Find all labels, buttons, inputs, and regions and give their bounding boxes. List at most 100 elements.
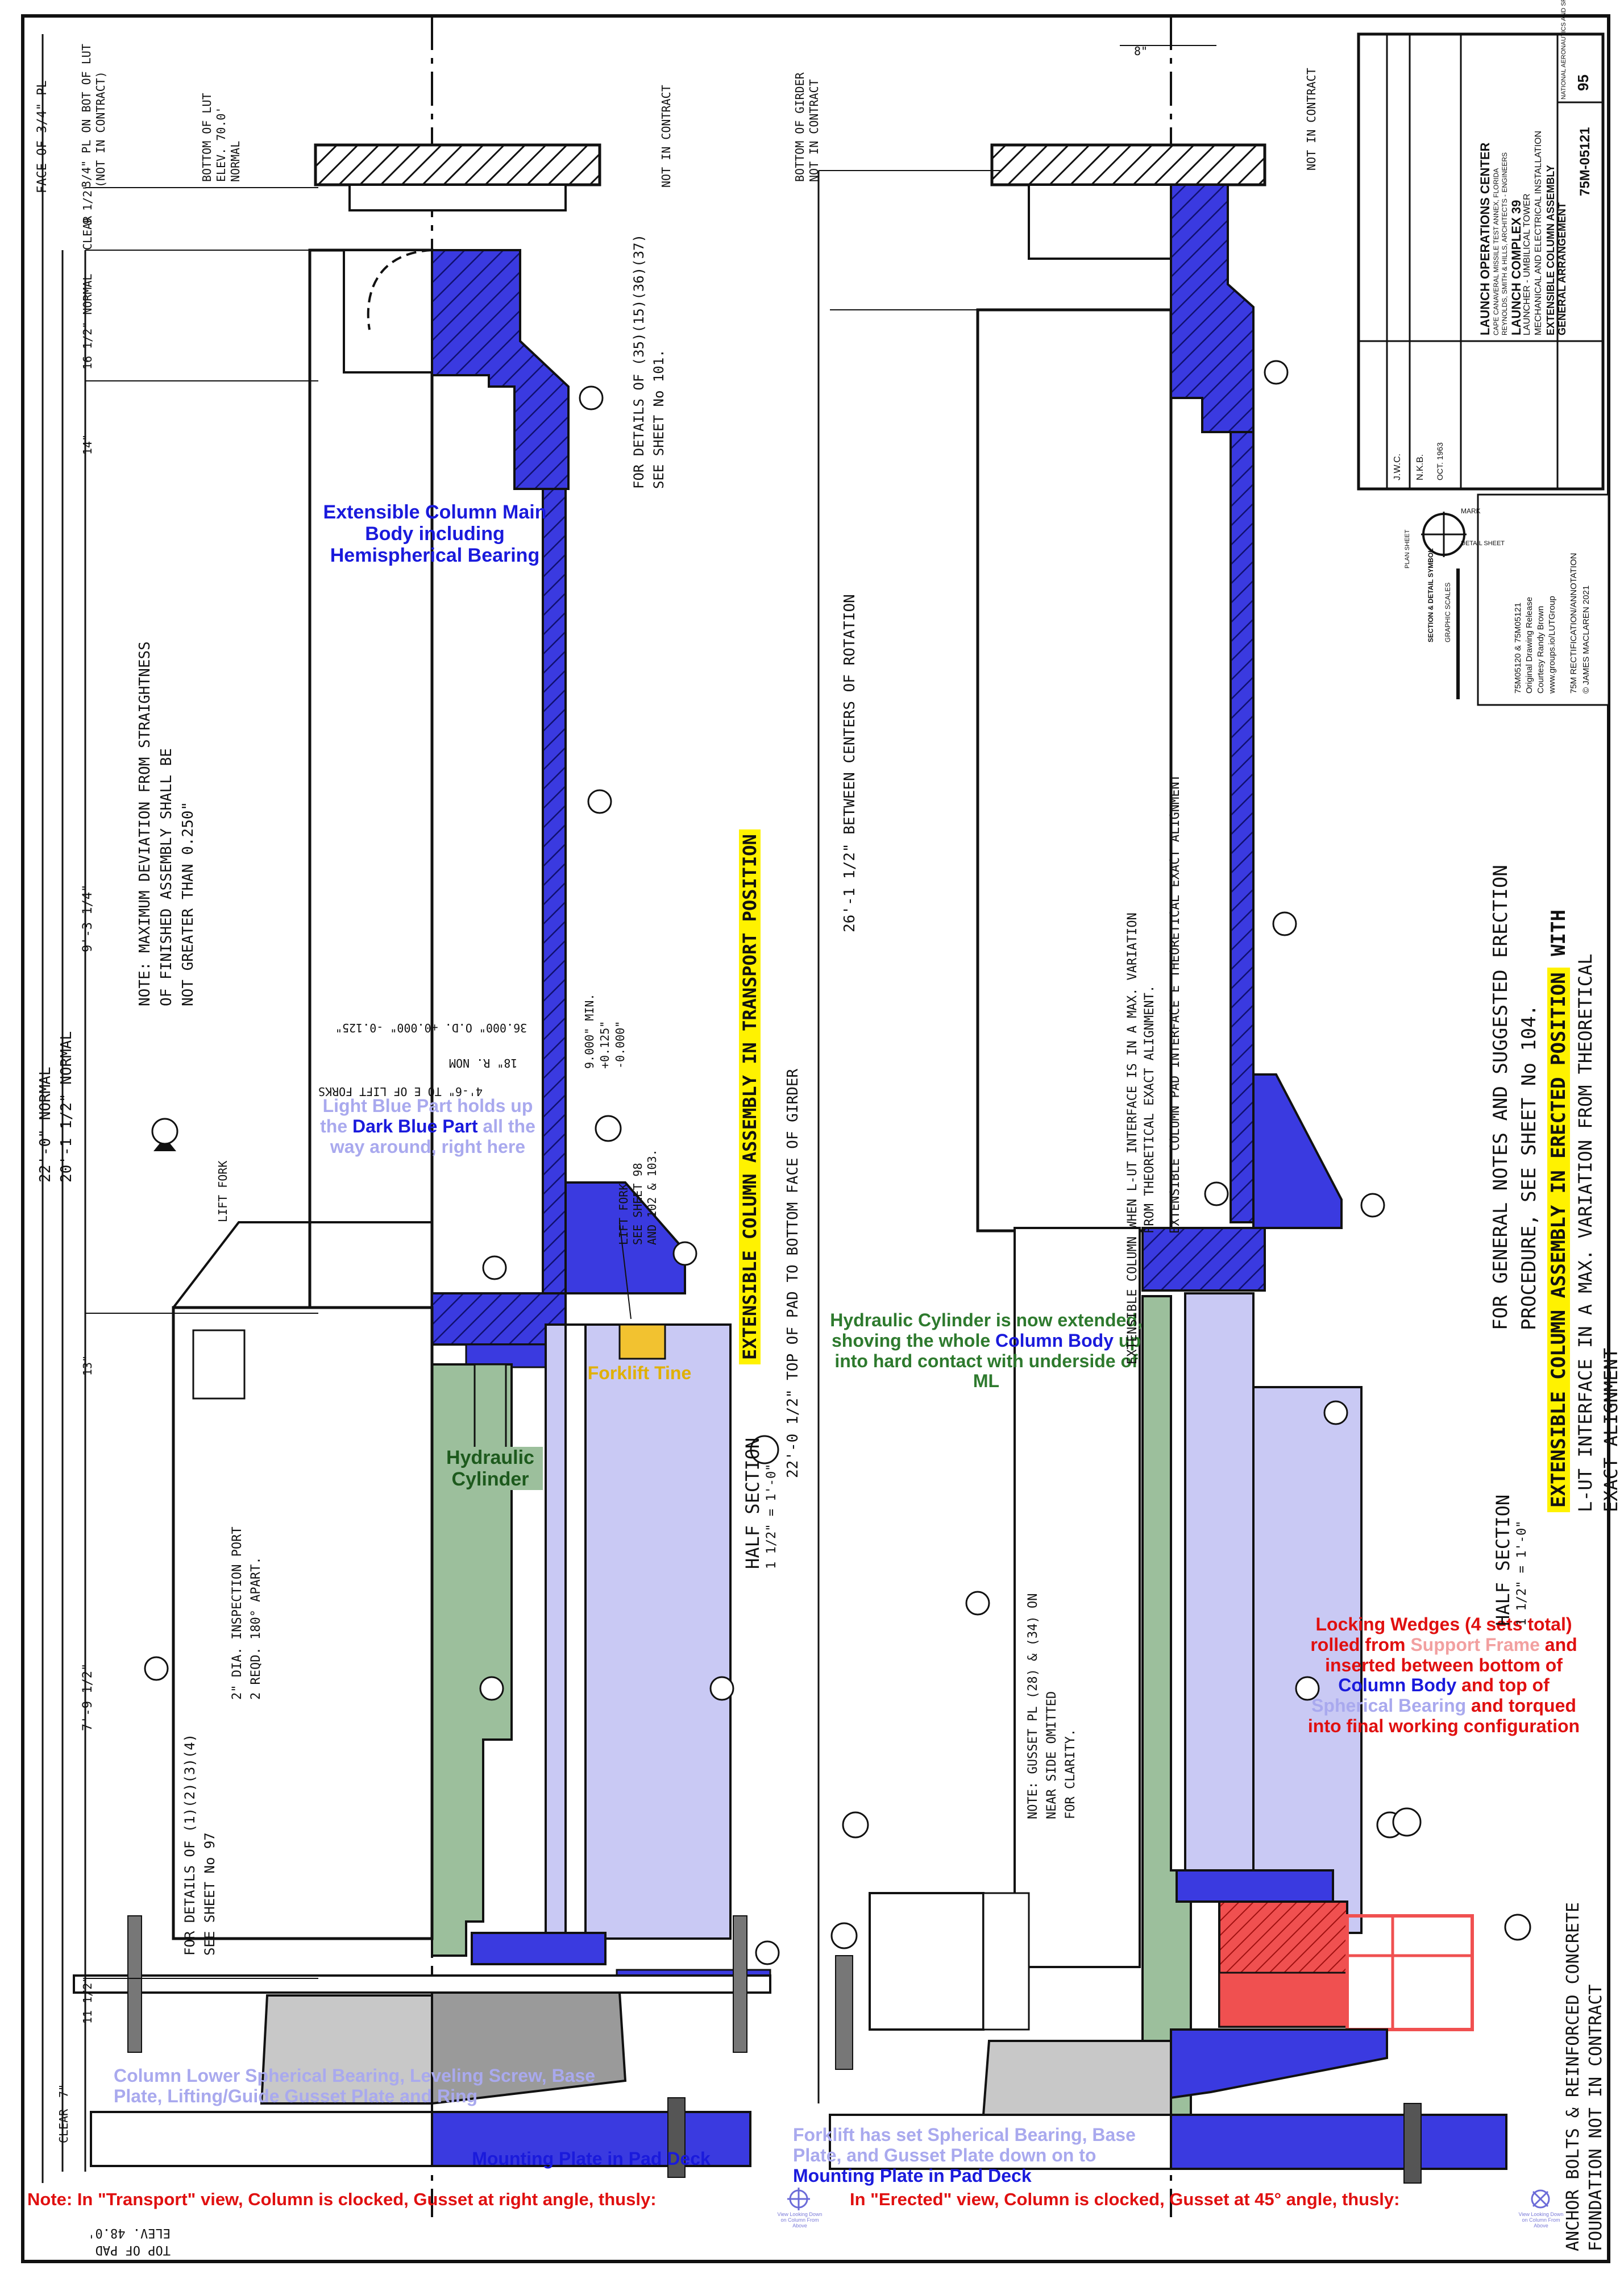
not-in-contract-a: NOT IN CONTRACT	[659, 85, 673, 188]
general-notes-line1: FOR GENERAL NOTES AND SUGGESTED ERECTION	[1489, 865, 1512, 1330]
legend-plan-sheet: PLAN SHEET	[1404, 529, 1411, 568]
item-bubble-b6	[965, 1591, 990, 1616]
leveling-ring-a	[73, 1974, 771, 1994]
annotation-locking-1: Locking Wedges (4 sets total) rolled fro…	[1310, 1614, 1572, 1655]
clock-circle-erected	[1531, 2189, 1550, 2209]
dim-8: 8"	[1134, 44, 1148, 58]
spherical-bearing-b	[982, 2040, 1172, 2116]
annotation-main-body: Extensible Column Main Body including He…	[323, 501, 547, 567]
section-mark-a2	[595, 1115, 622, 1142]
bearing-arc-a	[367, 249, 433, 330]
view-caption-erected: View Looking Down on Column From Above	[1518, 2211, 1564, 2229]
bottom-girder1: BOTTOM OF GIRDER	[793, 72, 807, 182]
tb-subtitle4: GENERAL ARRANGEMENT	[1556, 202, 1568, 335]
section-mark-b3	[842, 1811, 869, 1839]
column-body-outline-b	[976, 308, 1173, 1233]
details-low-note1: FOR DETAILS OF (1)(2)(3)(4)	[182, 1733, 198, 1956]
od-note: 36.000" O.D. +0.000" -0.125"	[335, 1021, 528, 1035]
collar-flange-a	[431, 1292, 567, 1346]
item-bubble-b4	[1360, 1193, 1385, 1218]
hemispherical-bearing-b	[1170, 184, 1255, 433]
annotation-spherical-bearing: Spherical Bearing	[1311, 1695, 1467, 1716]
item-bubble-a6	[709, 1676, 734, 1701]
ext-note3: EXTENSIBLE COLUMN PAD INTERFACE E THEORE…	[1168, 774, 1182, 1234]
dim-7-9: 7'-9 1/2"	[81, 1663, 95, 1731]
credit-4: www.groups.io/LUTGroup	[1547, 596, 1557, 694]
support-light-blue-b2	[1252, 1386, 1363, 1934]
lut-shim-a	[348, 184, 567, 211]
column-wall-b	[1230, 431, 1255, 1223]
cylinder-head-a	[474, 1363, 507, 1451]
item-bubble-b1	[1264, 360, 1289, 385]
tb-agency: NATIONAL AERONAUTICS AND SPACE ADMINISTR…	[1560, 0, 1567, 99]
annotation-locking-wedges: Locking Wedges (4 sets total) rolled fro…	[1307, 1614, 1580, 1737]
r-nom: 18" R. NOM	[449, 1056, 518, 1070]
outer-sleeve-a	[172, 1306, 434, 1940]
tol-plus: +0.125"	[598, 1020, 612, 1069]
annotation-mounting-plate: Mounting Plate in Pad Deck	[472, 2148, 711, 2169]
mounting-plate-b	[1170, 2114, 1507, 2170]
lift-fork-note1: LIFT FORK	[617, 1183, 630, 1245]
annotation-light-blue-post: all the way around, right here	[330, 1115, 535, 1157]
forklift-tine-a	[618, 1323, 666, 1360]
section-b-symbol	[1392, 1807, 1422, 1837]
bot-lut-note1: 3/4" PL ON BOT OF LUT	[80, 44, 93, 188]
annotation-locking-2: and inserted between bottom of	[1325, 1634, 1577, 1675]
section-mark-a1	[151, 1118, 178, 1145]
annotation-light-blue: Light Blue Part holds up the Dark Blue P…	[315, 1095, 540, 1157]
section-a-drawing	[41, 34, 780, 2183]
credit-1: 75M05120 & 75M05121	[1513, 602, 1523, 694]
dim-26-1: 26'-1 1/2" BETWEEN CENTERS OF ROTATION	[841, 594, 858, 932]
section-b-caption1-tail: WITH	[1547, 910, 1570, 968]
normal-16: 16 1/2" NORMAL	[81, 273, 94, 370]
gusset-plate-b	[1170, 2028, 1388, 2099]
item-bubble-a1	[579, 385, 604, 410]
normal-20: 20'-1 1/2" NORMAL	[58, 1031, 75, 1182]
face-of-pl: FACE OF 3/4" PL	[35, 80, 49, 193]
title-block-box	[1357, 32, 1605, 491]
leader-tine	[619, 1222, 632, 1319]
credit-2: Original Drawing Release	[1525, 596, 1534, 694]
bottom-lut1: BOTTOM OF LUT	[200, 93, 214, 182]
annotation-locking-column-body: Column Body	[1338, 1675, 1457, 1696]
dim-9: 9 1/2"	[81, 183, 94, 225]
section-b-scale: 1 1/2" = 1'-0"	[1515, 1520, 1529, 1626]
annotation-hydraulic-ext-pre: Hydraulic Cylinder is now extended, shov…	[830, 1310, 1143, 1351]
item-bubble-a7	[144, 1656, 169, 1681]
legend-scales: GRAPHIC SCALES	[1444, 582, 1452, 642]
base-plate-blue-a	[471, 1932, 607, 1965]
annotation-light-blue-pre: Light Blue Part holds up the	[320, 1095, 533, 1136]
section-a-scale: 1 1/2" = 1'-0"	[765, 1463, 779, 1569]
legend-mark: MARK	[1461, 507, 1481, 515]
hydraulic-cylinder-b	[1141, 1295, 1192, 2116]
section-b-caption3: EXACT ALIGNMENT	[1600, 1348, 1622, 1512]
section-a-symbol	[750, 1435, 779, 1464]
bottom-lut3: NORMAL	[229, 140, 242, 182]
leveling-screw-b	[835, 1955, 853, 2070]
details-top-note1: FOR DETAILS OF (35)(15)(36)(37)	[631, 234, 647, 489]
credit-5: 75M RECTIFICATION/ANNOTATION	[1569, 553, 1579, 694]
note-erected: In "Erected" view, Column is clocked, Gu…	[850, 2189, 1400, 2209]
section-b-caption1-text: EXTENSIBLE COLUMN ASSEMBLY IN ERECTED PO…	[1547, 968, 1570, 1512]
collar-b	[1171, 1073, 1343, 1229]
tb-sheet-no: 95	[1575, 74, 1592, 91]
support-gap-a	[564, 1323, 587, 1934]
dim-13: 13"	[81, 1355, 94, 1376]
item-bubble-a2	[587, 789, 612, 814]
normal-22: 22'-0" NORMAL	[37, 1067, 54, 1183]
tb-firm: REYNOLDS, SMITH & HILLS, ARCHITECTS - EN…	[1501, 152, 1509, 335]
locking-wedges	[1218, 1900, 1474, 2031]
tb-drawing-no: 75M-05121	[1577, 127, 1593, 196]
not-in-contract-b: NOT IN CONTRACT	[1305, 68, 1318, 171]
inspection-port-a	[192, 1329, 246, 1400]
ext-note1: EXTENSIBLE COLUMN WHEN L-UT INTERFACE IS…	[1125, 912, 1140, 1364]
item-bubble-a3	[482, 1255, 507, 1280]
item-bubble-b2	[1272, 911, 1297, 936]
clock-d2-erected	[1532, 2190, 1549, 2207]
bearing-cap-b	[1028, 184, 1172, 260]
mounting-plate-a	[431, 2111, 751, 2167]
top-pad1: TOP OF PAD	[95, 2243, 171, 2257]
anchor-note1: ANCHOR BOLTS & REINFORCED CONCRETE	[1563, 1902, 1583, 2251]
bottom-girder2: NOT IN CONTRACT	[807, 79, 821, 182]
